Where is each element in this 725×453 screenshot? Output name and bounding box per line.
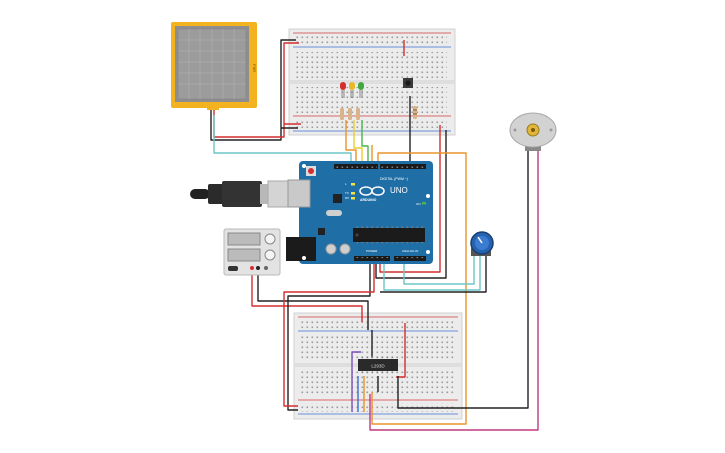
arduino-header-digital: DIGITAL (PWM ~): [380, 177, 408, 181]
ic-label: L293D: [371, 364, 385, 369]
arduino-pin-l: L: [345, 182, 347, 186]
arduino-model: UNO: [390, 186, 408, 195]
usb-cable-icon: [190, 180, 291, 208]
resistors[interactable]: [340, 106, 417, 120]
wire-led-green: [361, 120, 369, 166]
wire-motor-black: [397, 150, 529, 409]
wire-led-orange: [345, 120, 357, 166]
arduino-header-analog: ANALOG IN: [402, 249, 418, 253]
wire-led-yellow: [353, 120, 363, 166]
potentiometer-icon[interactable]: [470, 231, 494, 256]
arduino-pin-tx: TX: [345, 191, 349, 195]
led-red[interactable]: [340, 82, 346, 98]
arduino-brand: ARDUINO: [360, 198, 377, 202]
wire-pot-teal: [403, 256, 475, 285]
arduino-pin-rx: RX: [345, 196, 349, 200]
power-supply-icon[interactable]: [223, 228, 281, 276]
pushbutton[interactable]: [403, 78, 413, 88]
led-green[interactable]: [358, 82, 364, 98]
wire-sensor-black: [210, 39, 296, 141]
wire-purple: [351, 351, 361, 412]
wire-supply-black: [257, 268, 369, 330]
force-sensor[interactable]: FSR: [171, 22, 257, 110]
arduino-pin-on: ON: [416, 202, 421, 206]
wire-gnd-black: [375, 130, 447, 279]
led-yellow[interactable]: [349, 82, 355, 98]
l293d-chip[interactable]: L293D: [358, 356, 398, 374]
arduino-header-power: POWER: [366, 249, 378, 253]
wire-sensor-teal: [213, 115, 352, 165]
wire-supply-red: [251, 268, 363, 322]
wires: [210, 39, 539, 431]
arduino-uno[interactable]: DIGITAL (PWM ~) UNO ARDUINO L TX RX ON P…: [286, 161, 433, 264]
top-breadboard[interactable]: [288, 28, 456, 136]
svg-text:FSR: FSR: [252, 64, 257, 72]
wire-motor-magenta: [369, 150, 539, 431]
wire-orange-long: [371, 152, 467, 425]
wire-5v-red: [379, 125, 441, 273]
dc-motor-icon[interactable]: [509, 112, 557, 151]
